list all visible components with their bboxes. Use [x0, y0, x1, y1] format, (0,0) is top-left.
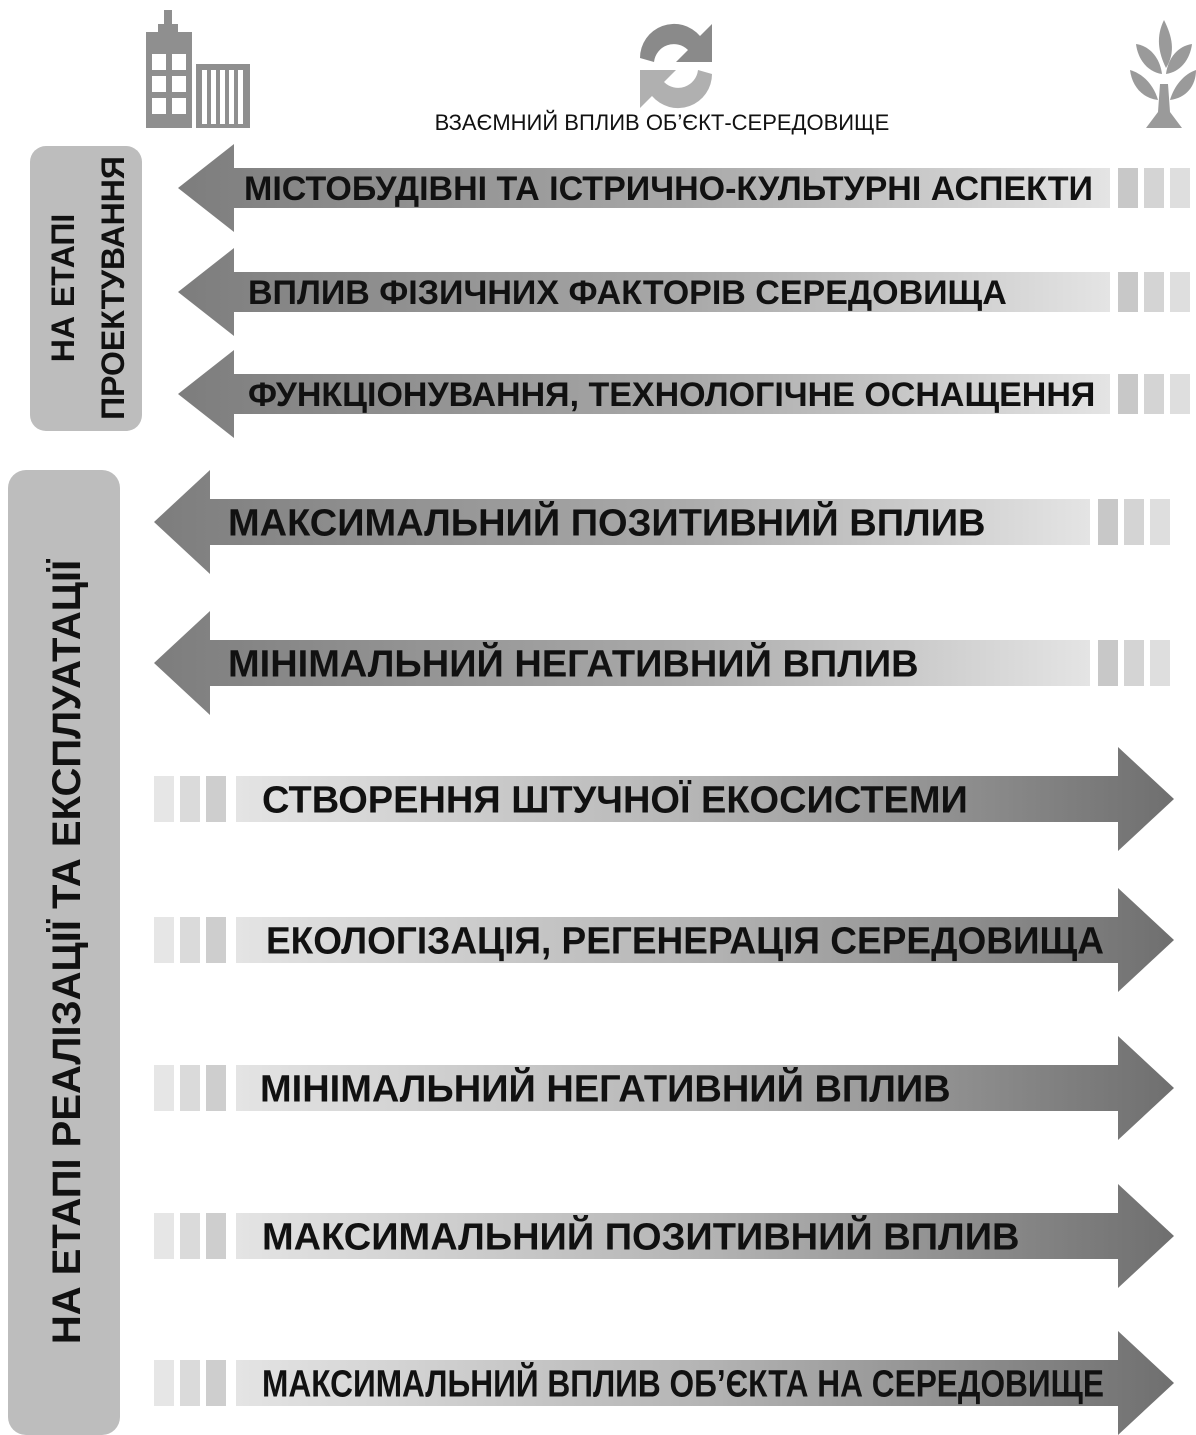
- arrow-left-1: МІСТОБУДІВНІ ТА ІСТРИЧНО-КУЛЬТУРНІ АСПЕК…: [178, 144, 1190, 232]
- arrows-group: МІСТОБУДІВНІ ТА ІСТРИЧНО-КУЛЬТУРНІ АСПЕК…: [154, 144, 1190, 1435]
- arrow-shape: [178, 144, 1110, 232]
- arrow-label: ВПЛИВ ФІЗИЧНИХ ФАКТОРІВ СЕРЕДОВИЩА: [248, 274, 1007, 312]
- arrow-right-8: МІНІМАЛЬНИЙ НЕГАТИВНИЙ ВПЛИВ: [154, 1036, 1174, 1140]
- arrow-tail-stripes: [154, 1213, 226, 1259]
- building-icon: [146, 10, 250, 128]
- arrow-left-5: МІНІМАЛЬНИЙ НЕГАТИВНИЙ ВПЛИВ: [154, 611, 1170, 715]
- arrow-tail-stripes: [154, 1065, 226, 1111]
- arrow-right-9: МАКСИМАЛЬНИЙ ПОЗИТИВНИЙ ВПЛИВ: [154, 1184, 1174, 1288]
- plant-icon: [1130, 20, 1196, 128]
- arrow-shape: [236, 1331, 1174, 1435]
- stage-design-label-line2: ПРОЕКТУВАННЯ: [95, 156, 131, 420]
- exchange-arrows-icon: [639, 23, 713, 109]
- arrow-label: МІСТОБУДІВНІ ТА ІСТРИЧНО-КУЛЬТУРНІ АСПЕК…: [244, 170, 1093, 208]
- arrow-shape: [236, 747, 1174, 851]
- arrow-tail-stripes: [154, 1360, 226, 1406]
- arrow-shape: [178, 350, 1110, 438]
- arrow-shape: [236, 1184, 1174, 1288]
- arrow-label: МІНІМАЛЬНИЙ НЕГАТИВНИЙ ВПЛИВ: [260, 1066, 951, 1111]
- header-title: ВЗАЄМНИЙ ВПЛИВ ОБ’ЄКТ-СЕРЕДОВИЩЕ: [435, 110, 890, 135]
- arrow-tail-stripes: [154, 776, 226, 822]
- arrow-tail-stripes: [1118, 272, 1190, 312]
- arrow-tail-stripes: [154, 917, 226, 963]
- arrow-label: МАКСИМАЛЬНИЙ ПОЗИТИВНИЙ ВПЛИВ: [262, 1214, 1019, 1259]
- arrow-tail-stripes: [1098, 640, 1170, 686]
- arrow-shape: [154, 611, 1090, 715]
- arrow-right-7: ЕКОЛОГІЗАЦІЯ, РЕГЕНЕРАЦІЯ СЕРЕДОВИЩА: [154, 888, 1174, 992]
- arrow-label: ФУНКЦІОНУВАННЯ, ТЕХНОЛОГІЧНЕ ОСНАЩЕННЯ: [248, 376, 1095, 414]
- arrow-label: СТВОРЕННЯ ШТУЧНОЇ ЕКОСИСТЕМИ: [262, 779, 968, 822]
- arrow-shape: [178, 248, 1110, 336]
- arrow-right-6: СТВОРЕННЯ ШТУЧНОЇ ЕКОСИСТЕМИ: [154, 747, 1174, 851]
- arrow-label: МІНІМАЛЬНИЙ НЕГАТИВНИЙ ВПЛИВ: [228, 641, 919, 686]
- arrow-left-4: МАКСИМАЛЬНИЙ ПОЗИТИВНИЙ ВПЛИВ: [154, 470, 1170, 574]
- arrow-shape: [154, 470, 1090, 574]
- arrow-label: МАКСИМАЛЬНИЙ ВПЛИВ ОБ’ЄКТА НА СЕРЕДОВИЩЕ: [262, 1361, 1104, 1406]
- arrow-left-2: ВПЛИВ ФІЗИЧНИХ ФАКТОРІВ СЕРЕДОВИЩА: [178, 248, 1190, 336]
- stage-design-label-line1: НА ЕТАПІ: [45, 214, 81, 363]
- arrow-tail-stripes: [1118, 374, 1190, 414]
- arrow-shape: [236, 888, 1174, 992]
- stage-design: НА ЕТАПІ ПРОЕКТУВАННЯ: [30, 146, 142, 431]
- arrow-label: МАКСИМАЛЬНИЙ ПОЗИТИВНИЙ ВПЛИВ: [228, 500, 985, 545]
- arrow-right-10: МАКСИМАЛЬНИЙ ВПЛИВ ОБ’ЄКТА НА СЕРЕДОВИЩЕ: [154, 1331, 1174, 1435]
- arrow-tail-stripes: [1118, 168, 1190, 208]
- arrow-shape: [236, 1036, 1174, 1140]
- stage-realization-label: НА ЕТАПІ РЕАЛІЗАЦІЇ ТА ЕКСПЛУАТАЦІЇ: [45, 559, 89, 1344]
- arrow-label: ЕКОЛОГІЗАЦІЯ, РЕГЕНЕРАЦІЯ СЕРЕДОВИЩА: [266, 921, 1104, 963]
- arrow-tail-stripes: [1098, 499, 1170, 545]
- arrow-left-3: ФУНКЦІОНУВАННЯ, ТЕХНОЛОГІЧНЕ ОСНАЩЕННЯ: [178, 350, 1190, 438]
- stage-realization: НА ЕТАПІ РЕАЛІЗАЦІЇ ТА ЕКСПЛУАТАЦІЇ: [8, 470, 120, 1435]
